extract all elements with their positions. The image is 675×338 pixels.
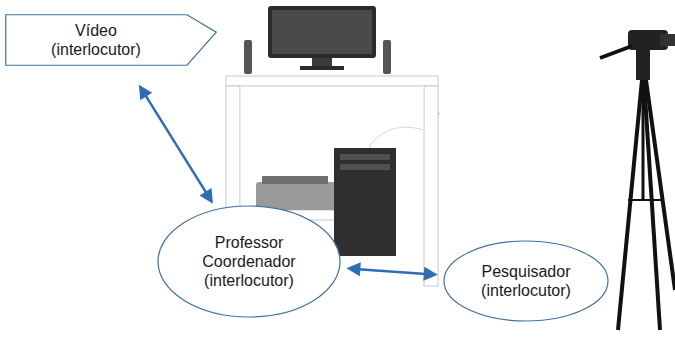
connector-line xyxy=(145,95,206,194)
video-callout: Vídeo (interlocutor) xyxy=(5,14,217,66)
connector-line xyxy=(358,269,426,274)
outline xyxy=(6,15,217,66)
connector-arrow xyxy=(139,85,213,204)
arrowhead xyxy=(200,188,213,204)
arrowhead xyxy=(139,85,152,101)
outline xyxy=(444,241,608,321)
node-label: Vídeo (interlocutor) xyxy=(40,21,152,59)
tripod-camera xyxy=(600,30,675,330)
researcher-ellipse: Pesquisador (interlocutor) xyxy=(443,240,609,322)
callout-outline xyxy=(5,14,217,66)
outline xyxy=(158,206,340,317)
arrowhead xyxy=(346,262,360,276)
arrowhead xyxy=(423,267,437,281)
node-label: Professor Coordenador (interlocutor) xyxy=(193,233,305,291)
node-label: Pesquisador (interlocutor) xyxy=(470,262,582,300)
connector-arrow xyxy=(346,262,437,280)
ellipse-outline xyxy=(443,240,609,322)
coordinator-ellipse: Professor Coordenador (interlocutor) xyxy=(157,205,341,318)
